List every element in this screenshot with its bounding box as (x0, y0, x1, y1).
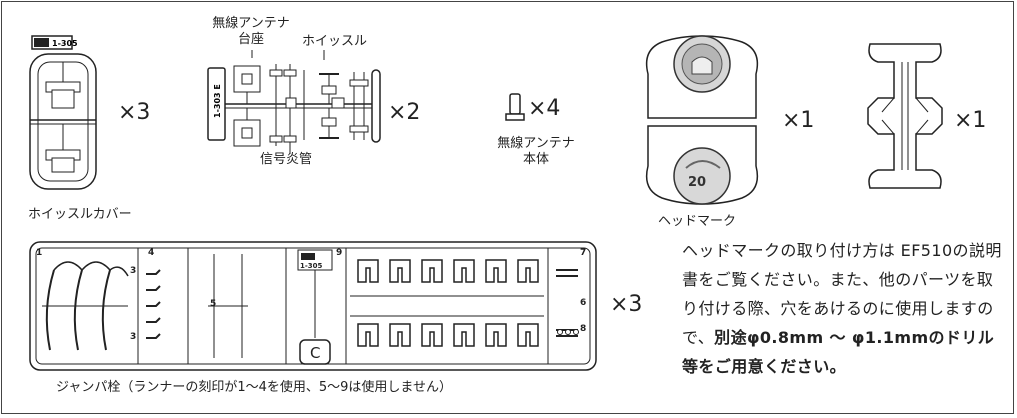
jumper-mark-3a: 3 (130, 266, 137, 276)
jumper-mark-3b: 3 (130, 332, 137, 342)
instruction-note: ヘッドマークの取り付け方は EF510の説明書をご覧ください。また、他のパーツを… (682, 236, 1008, 381)
antenna-runner-quantity: ×2 (388, 100, 421, 125)
jumper-mark-5: 5 (210, 299, 217, 309)
jumper-mark-1: 1 (36, 248, 43, 258)
antenna-body-caption: 無線アンテナ 本体 (486, 136, 586, 167)
antenna-runner-code: 1-303 E (213, 84, 222, 118)
headmark-frame-quantity: ×1 (954, 108, 987, 133)
jumper-quantity: ×3 (610, 292, 643, 317)
svg-text:20: 20 (688, 175, 706, 190)
whistle-cover-quantity: ×3 (118, 100, 151, 125)
headmark-drawing: 20 (634, 22, 770, 212)
whistle-caption: ホイッスル (302, 34, 368, 49)
antenna-base-caption-line1: 無線アンテナ (212, 16, 290, 31)
jumper-mark-7: 7 (580, 248, 587, 258)
headmark-quantity: ×1 (782, 108, 815, 133)
jumper-mark-6: 6 (580, 298, 587, 308)
instruction-note-bold: 別途φ0.8mm ～ φ1.1mmのドリル等をご用意ください。 (682, 328, 995, 376)
antenna-body-caption-line1: 無線アンテナ (497, 136, 575, 151)
antenna-body-quantity: ×4 (528, 96, 561, 121)
jumper-caption: ジャンパ栓（ランナーの刻印が1～4を使用、5～9は使用しません） (56, 380, 453, 395)
jumper-mark-c: C (310, 344, 320, 362)
headmark-caption: ヘッドマーク (658, 214, 737, 229)
antenna-body-drawing (504, 92, 526, 122)
antenna-body-caption-line2: 本体 (522, 151, 549, 167)
jumper-mark-9: 9 (336, 248, 343, 258)
antenna-runner-drawing: 1-303 E (204, 50, 384, 158)
jumper-mark-8: 8 (580, 324, 587, 334)
antenna-base-caption-line2: 台座 (237, 31, 264, 47)
instruction-note-regular: ヘッドマークの取り付け方は EF510の説明書をご覧ください。また、他のパーツを… (682, 241, 1002, 347)
jumper-mark-4: 4 (148, 248, 155, 258)
whistle-cover-caption: ホイッスルカバー (28, 207, 132, 222)
antenna-base-caption: 無線アンテナ 台座 (198, 16, 304, 47)
headmark-frame-drawing (864, 40, 946, 192)
jumper-runner-drawing: 1-305 C (28, 240, 598, 372)
whistle-cover-runner-drawing: 1-305 (24, 32, 110, 192)
jumper-runner-code: 1-305 (300, 262, 323, 270)
signal-tube-caption: 信号炎管 (260, 152, 313, 167)
whistle-cover-runner-code: 1-305 (52, 39, 78, 48)
